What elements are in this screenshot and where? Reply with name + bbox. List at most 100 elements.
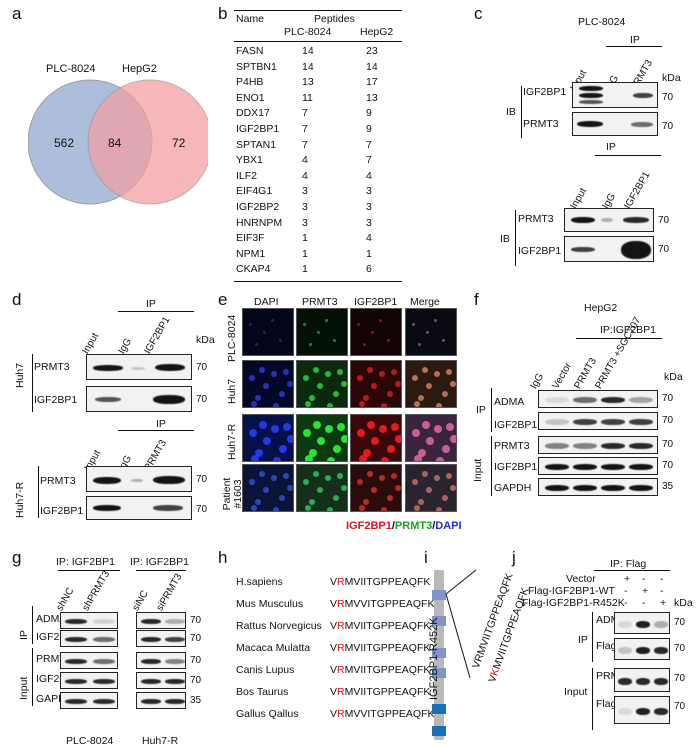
- cell-nucleus: [325, 425, 333, 433]
- seq-v: V: [330, 664, 338, 676]
- table-cell-plc: 14: [302, 60, 314, 73]
- f-mw-marker: 70: [662, 415, 674, 426]
- cell-nucleus: [305, 505, 311, 511]
- cell-nucleus: [357, 479, 363, 485]
- cell-nucleus: [309, 395, 315, 401]
- cell-nucleus: [422, 471, 428, 477]
- f-cell-line: HepG2: [584, 302, 618, 314]
- table-cell-hep: 9: [366, 107, 372, 120]
- seq-r452: R: [337, 576, 345, 588]
- micrograph-panel: [296, 360, 348, 408]
- f-ip-bracket: [491, 388, 492, 432]
- species-name: H.sapiens: [236, 576, 283, 588]
- g-ip-label-2: IP: IGF2BP1: [130, 556, 189, 568]
- cell-nucleus: [434, 475, 440, 481]
- aligned-sequence: VRMVVITGPPEAQFK: [330, 708, 434, 720]
- cell-nucleus: [363, 343, 366, 346]
- domain-kh3: [432, 704, 446, 714]
- e-legend: IGF2BP1/PRMT3/DAPI: [346, 520, 462, 532]
- cell-nucleus: [381, 403, 387, 407]
- g-lane-shprmt3: shPRMT3: [80, 569, 113, 613]
- cell-nucleus: [251, 455, 259, 461]
- cell-nucleus: [251, 401, 257, 407]
- cell-nucleus: [309, 449, 317, 457]
- g-ip-bracket: [32, 606, 33, 644]
- c-blot-2a: [564, 208, 654, 232]
- cell-nucleus: [333, 495, 339, 501]
- micrograph-panel: [242, 308, 294, 356]
- cell-nucleus: [426, 383, 432, 389]
- e-row-huh7r: Huh7-R: [226, 423, 238, 460]
- blot-band: [629, 419, 653, 425]
- blot-band: [141, 637, 161, 642]
- cell-nucleus: [337, 473, 343, 479]
- e-legend-prmt: PRMT3: [394, 520, 433, 532]
- micrograph-panel: [350, 360, 402, 408]
- seq-v: V: [330, 620, 338, 632]
- d-blot-2a: [86, 466, 192, 492]
- table-cell-name: NPM1: [236, 247, 266, 260]
- cell-nucleus: [436, 457, 444, 461]
- cell-nucleus: [317, 487, 323, 493]
- c-ib-2: IB: [500, 233, 510, 245]
- j-sign: +: [624, 573, 631, 585]
- j-ip-line: [594, 570, 670, 571]
- e-row-plc: PLC-8024: [226, 314, 238, 362]
- f-blot-strip: [538, 390, 658, 408]
- cell-nucleus: [426, 331, 429, 334]
- blot-band: [573, 397, 597, 403]
- c-blot-2b: [564, 236, 654, 262]
- d-row1-igf2bp1: IGF2BP1: [34, 394, 78, 406]
- cell-nucleus: [279, 495, 285, 501]
- blot-band: [654, 678, 668, 685]
- d-blot-1b: [86, 386, 192, 412]
- aligned-sequence: VRMVIITGPPEAQFK: [330, 686, 430, 698]
- blot-band: [573, 443, 597, 449]
- e-row-huh7: Huh7: [226, 378, 238, 404]
- cell-nucleus: [317, 331, 320, 334]
- e-legend-slash-1: /: [391, 520, 395, 532]
- j-blot-strip: [614, 696, 670, 724]
- panel-label-e: e: [218, 290, 228, 309]
- cell-nucleus: [450, 381, 456, 387]
- cell-nucleus: [271, 425, 279, 433]
- blot-band: [545, 419, 569, 425]
- d-ip-line-1: [118, 311, 194, 312]
- j-sign: -: [624, 597, 628, 609]
- blot-band: [93, 679, 115, 684]
- table-cell-name: CKAP4: [236, 263, 271, 276]
- j-sign: +: [642, 585, 649, 597]
- blot-band: [93, 659, 115, 664]
- cell-nucleus: [325, 475, 331, 481]
- j-kda: kDa: [674, 597, 693, 609]
- blot-band: [93, 637, 115, 642]
- table-header-name: Name: [236, 13, 265, 25]
- aligned-sequence: VRMVIITGPPEAQFK: [330, 642, 430, 654]
- seq-r452: R: [337, 708, 345, 720]
- e-col-merge: Merge: [410, 296, 440, 308]
- cell-nucleus: [313, 471, 319, 477]
- f-row-igf2bp1-ip: IGF2BP1: [494, 419, 538, 431]
- table-cell-plc: 7: [302, 123, 308, 135]
- cell-nucleus: [287, 381, 293, 387]
- cell-nucleus: [271, 319, 274, 322]
- f-ip-label: IP:IGF2BP1: [600, 324, 657, 336]
- f-mw-marker: 70: [662, 393, 674, 404]
- micrograph-panel: [405, 360, 457, 408]
- f-ip-line: [576, 338, 662, 339]
- species-name: Canis Lupus: [236, 664, 295, 676]
- cell-nucleus: [327, 457, 335, 461]
- table-cell-hep: 23: [366, 45, 378, 57]
- e-legend-igf: IGF2BP1: [346, 520, 392, 532]
- f-mw-marker: 70: [662, 460, 674, 471]
- micrograph-panel: [405, 414, 457, 462]
- c-ip-label-1: IP: [630, 34, 640, 46]
- g-ip-line-1: [58, 570, 120, 571]
- j-sign: -: [660, 585, 664, 597]
- table-cell-plc: 11: [302, 91, 313, 104]
- f-blot-strip: [538, 436, 658, 454]
- panel-label-i: i: [424, 548, 428, 567]
- cell-nucleus: [363, 499, 369, 505]
- micrograph-panel: [242, 360, 294, 408]
- j-sign: -: [642, 597, 646, 609]
